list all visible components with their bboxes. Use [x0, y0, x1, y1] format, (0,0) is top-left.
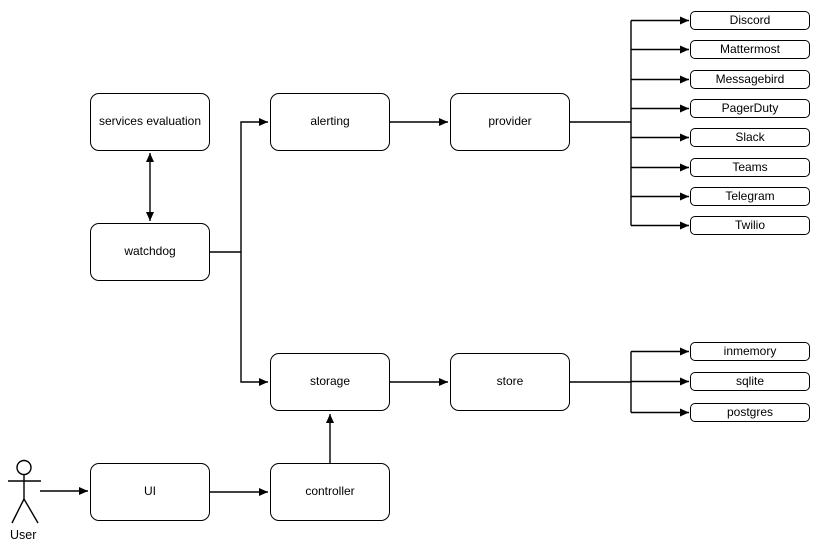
node-provider-discord: Discord	[690, 11, 810, 30]
node-storage: storage	[270, 353, 390, 411]
node-provider-pagerduty: PagerDuty	[690, 99, 810, 118]
node-provider-twilio: Twilio	[690, 216, 810, 235]
node-provider-teams: Teams	[690, 158, 810, 177]
user-actor-label: User	[10, 528, 37, 542]
node-provider-slack: Slack	[690, 128, 810, 147]
user-actor-icon	[8, 459, 41, 524]
node-alerting: alerting	[270, 93, 390, 151]
node-store-postgres: postgres	[690, 403, 810, 422]
node-watchdog: watchdog	[90, 223, 210, 281]
node-ui: UI	[90, 463, 210, 521]
node-services-evaluation: services evaluation	[90, 93, 210, 151]
node-provider: provider	[450, 93, 570, 151]
node-store-sqlite: sqlite	[690, 372, 810, 391]
node-provider-telegram: Telegram	[690, 187, 810, 206]
node-provider-mattermost: Mattermost	[690, 40, 810, 59]
node-store: store	[450, 353, 570, 411]
node-store-inmemory: inmemory	[690, 342, 810, 361]
node-controller: controller	[270, 463, 390, 521]
node-provider-messagebird: Messagebird	[690, 70, 810, 89]
connector-watchdog-storage	[240, 252, 268, 386]
connector-watchdog-alerting	[210, 118, 268, 253]
